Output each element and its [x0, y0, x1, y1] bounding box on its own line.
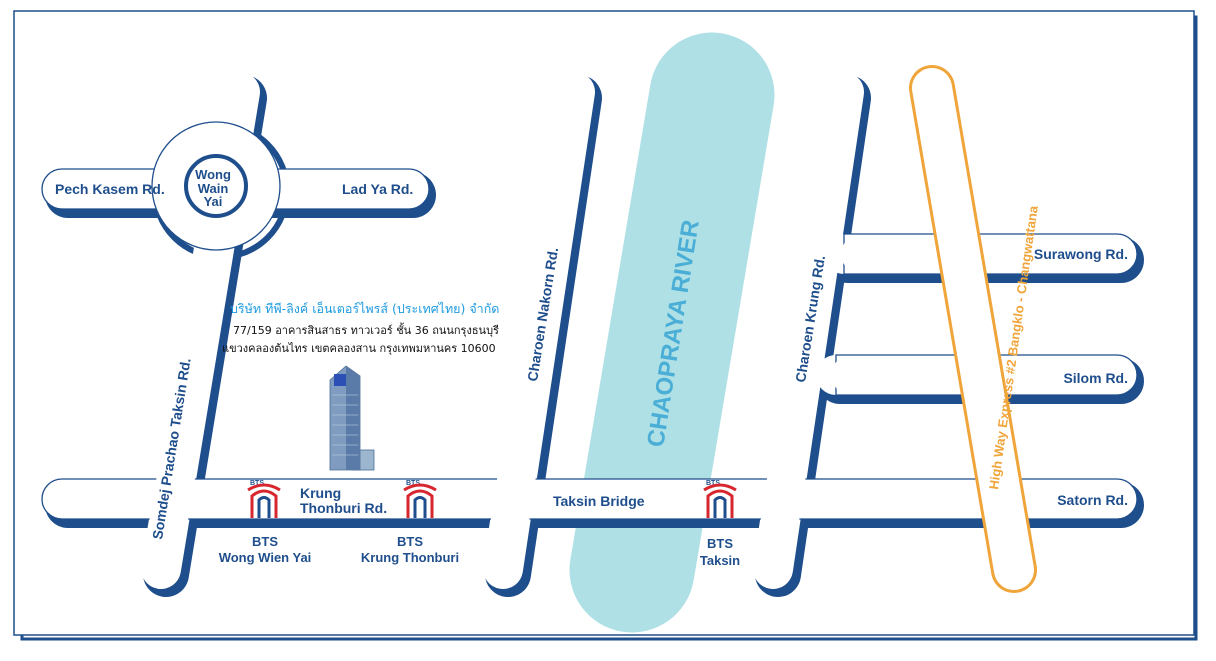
roundabout-label-line3: Yai [204, 194, 223, 209]
sathorn-label: Satorn Rd. [1057, 492, 1128, 508]
wong-wain-yai-roundabout [151, 121, 281, 251]
svg-text:BTS: BTS [250, 480, 264, 487]
company-name: บริษัท ทีพี-ลิงค์ เอ็นเตอร์ไพรส์ (ประเทศ… [230, 301, 499, 316]
taksin-bridge-label: Taksin Bridge [553, 493, 645, 509]
surawong-label: Surawong Rd. [1034, 246, 1128, 262]
station-krung-thonburi-line1: BTS [397, 534, 423, 549]
svg-text:BTS: BTS [406, 480, 420, 487]
station-taksin-line2: Taksin [700, 553, 740, 568]
lad-ya-label: Lad Ya Rd. [342, 181, 413, 197]
bts-logo-icon: BTS [247, 480, 281, 518]
svg-text:BTS: BTS [706, 480, 720, 487]
company-address-line1: 77/159 อาคารสินสาธร ทาวเวอร์ ชั้น 36 ถนน… [233, 322, 499, 337]
road-outlines [41, 168, 1138, 520]
silom-label: Silom Rd. [1063, 370, 1128, 386]
roundabout-label-line2: Wain [198, 181, 229, 196]
station-wong-wien-yai-line1: BTS [252, 534, 278, 549]
station-krung-thonburi-line2: Krung Thonburi [361, 550, 459, 565]
bts-logo-icon: BTS [403, 480, 437, 518]
bts-logo-icon: BTS [703, 480, 737, 518]
station-taksin-line1: BTS [707, 536, 733, 551]
pech-kasem-label: Pech Kasem Rd. [55, 181, 165, 197]
highway-express-2 [909, 65, 1037, 593]
krung-thonburi-label-line1: Krung [300, 485, 341, 501]
roundabout-label-line1: Wong [195, 167, 231, 182]
krung-thonburi-label-line2: Thonburi Rd. [300, 500, 387, 516]
sinsathorn-tower-icon [329, 365, 375, 471]
station-wong-wien-yai-line2: Wong Wien Yai [219, 550, 312, 565]
company-address-line2: แขวงคลองต้นไทร เขตคลองสาน กรุงเทพมหานคร … [222, 342, 496, 355]
